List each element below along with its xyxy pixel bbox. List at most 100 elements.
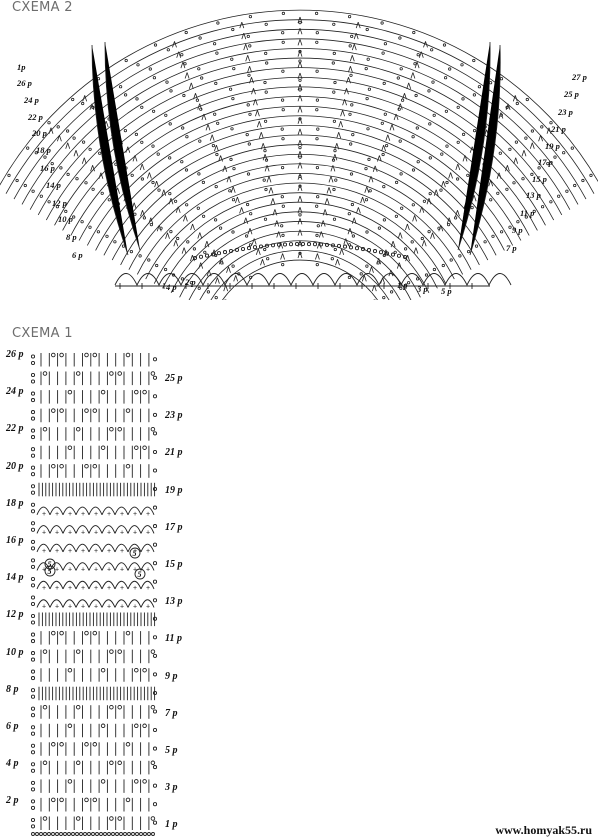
fan-chain-loop xyxy=(130,173,134,177)
fan-stitch xyxy=(299,39,303,46)
bead xyxy=(134,445,139,450)
fan-chain-loop xyxy=(416,53,420,57)
foundation-chain xyxy=(143,832,147,836)
fan-stitch xyxy=(176,51,180,58)
chain-arch xyxy=(88,525,103,534)
fan-chain-loop xyxy=(263,119,268,123)
fan-stitch xyxy=(276,220,280,227)
bead xyxy=(51,408,56,413)
chain-arch xyxy=(36,580,51,590)
foundation-chain xyxy=(71,832,75,836)
fan-chain-loop xyxy=(156,152,160,156)
fan-chain-loop xyxy=(281,69,285,73)
fan-row-arc xyxy=(162,201,438,289)
fan-chain-loop xyxy=(424,273,429,277)
chain-loop xyxy=(152,449,158,455)
fan-stitch xyxy=(455,210,458,217)
fan-stitch xyxy=(185,215,188,222)
fan-chain-loop xyxy=(315,98,319,102)
chain-arch xyxy=(114,562,129,571)
fan-stitch xyxy=(363,275,367,282)
fan-stitch xyxy=(255,110,258,117)
fan-chain-loop xyxy=(315,108,319,112)
fan-stitch xyxy=(172,41,175,48)
fan-bottom-label: 4 р xyxy=(166,282,177,292)
fan-stitch xyxy=(299,207,303,214)
fan-chain-loop xyxy=(263,149,267,153)
fan-stitch xyxy=(249,77,252,84)
fan-stitch xyxy=(282,253,285,260)
fan-stitch xyxy=(299,184,303,192)
fan-chain-loop xyxy=(230,57,234,61)
fan-stitch xyxy=(455,163,459,171)
fan-chain-loop xyxy=(280,224,284,228)
fan-stitch xyxy=(414,215,417,222)
chain-loop xyxy=(152,783,158,788)
fan-chain-loop xyxy=(461,132,466,136)
fan-stitch xyxy=(299,16,303,24)
fan-chain-loop xyxy=(442,43,447,47)
chain-arch xyxy=(75,543,90,553)
fan-chain-loop xyxy=(230,127,234,131)
chain-arch xyxy=(62,525,77,534)
fan-chain-loop xyxy=(491,234,495,238)
bead xyxy=(59,352,64,358)
foundation-chain xyxy=(67,832,71,836)
fan-stitch xyxy=(299,173,303,180)
fan-bead xyxy=(198,254,204,259)
chain-loop xyxy=(30,780,36,785)
sc-mark: + xyxy=(133,511,137,518)
rows-right-label: 9 р xyxy=(165,670,178,682)
fan-chain-loop xyxy=(71,97,75,102)
fan-chain-loop xyxy=(138,254,142,258)
bead xyxy=(75,704,81,710)
fan-chain-loop xyxy=(264,51,268,56)
fan-stitch xyxy=(132,155,136,162)
fan-bead xyxy=(270,243,276,248)
fan-stitch xyxy=(448,172,451,179)
fan-stitch xyxy=(251,238,255,245)
sc-mark: + xyxy=(120,548,124,555)
fan-stitch xyxy=(125,146,129,153)
fan-stitch xyxy=(297,139,301,147)
fan-stitch xyxy=(266,165,270,172)
chain-arch xyxy=(127,580,142,590)
fan-stitch xyxy=(81,157,85,164)
fan-chain-loop xyxy=(249,212,253,216)
fan-chain-loop xyxy=(266,257,270,261)
bead xyxy=(150,760,156,766)
fan-stitch-columns xyxy=(48,16,552,292)
sc-mark: + xyxy=(133,585,137,592)
fan-chain-loop xyxy=(56,125,60,129)
chain-arch xyxy=(101,543,116,553)
fan-chain-loop xyxy=(248,44,252,48)
fan-chain-loop xyxy=(215,51,219,55)
foundation-chain xyxy=(43,832,47,836)
fan-chain-loop xyxy=(562,151,566,155)
fan-chain-loop xyxy=(123,129,128,133)
bead xyxy=(75,649,81,654)
fan-chain-loop xyxy=(350,202,354,207)
fan-chain-loop xyxy=(43,155,47,159)
chain-loop xyxy=(152,375,158,380)
fan-stitch xyxy=(399,232,403,239)
foundation-chain xyxy=(127,832,131,836)
sc-mark: + xyxy=(42,604,46,611)
bead xyxy=(117,649,122,654)
fan-stitch xyxy=(320,231,324,238)
fan-stitch xyxy=(353,217,357,224)
fan-chain-loop xyxy=(333,247,337,252)
fan-chain-loop xyxy=(147,258,151,262)
fan-row-arc xyxy=(0,9,598,186)
bead xyxy=(134,667,139,673)
fan-chain-loop xyxy=(382,295,386,300)
fan-stitch xyxy=(297,83,301,91)
fan-left-label: 8 р xyxy=(66,232,77,242)
fan-chain-loop xyxy=(298,213,302,217)
sc-mark: + xyxy=(68,548,72,555)
fan-chain-loop xyxy=(466,173,470,177)
fan-chain-loop xyxy=(348,44,352,48)
fan-chain-loop xyxy=(185,135,189,139)
sc-mark: + xyxy=(55,511,59,518)
chain-loop xyxy=(152,672,158,677)
